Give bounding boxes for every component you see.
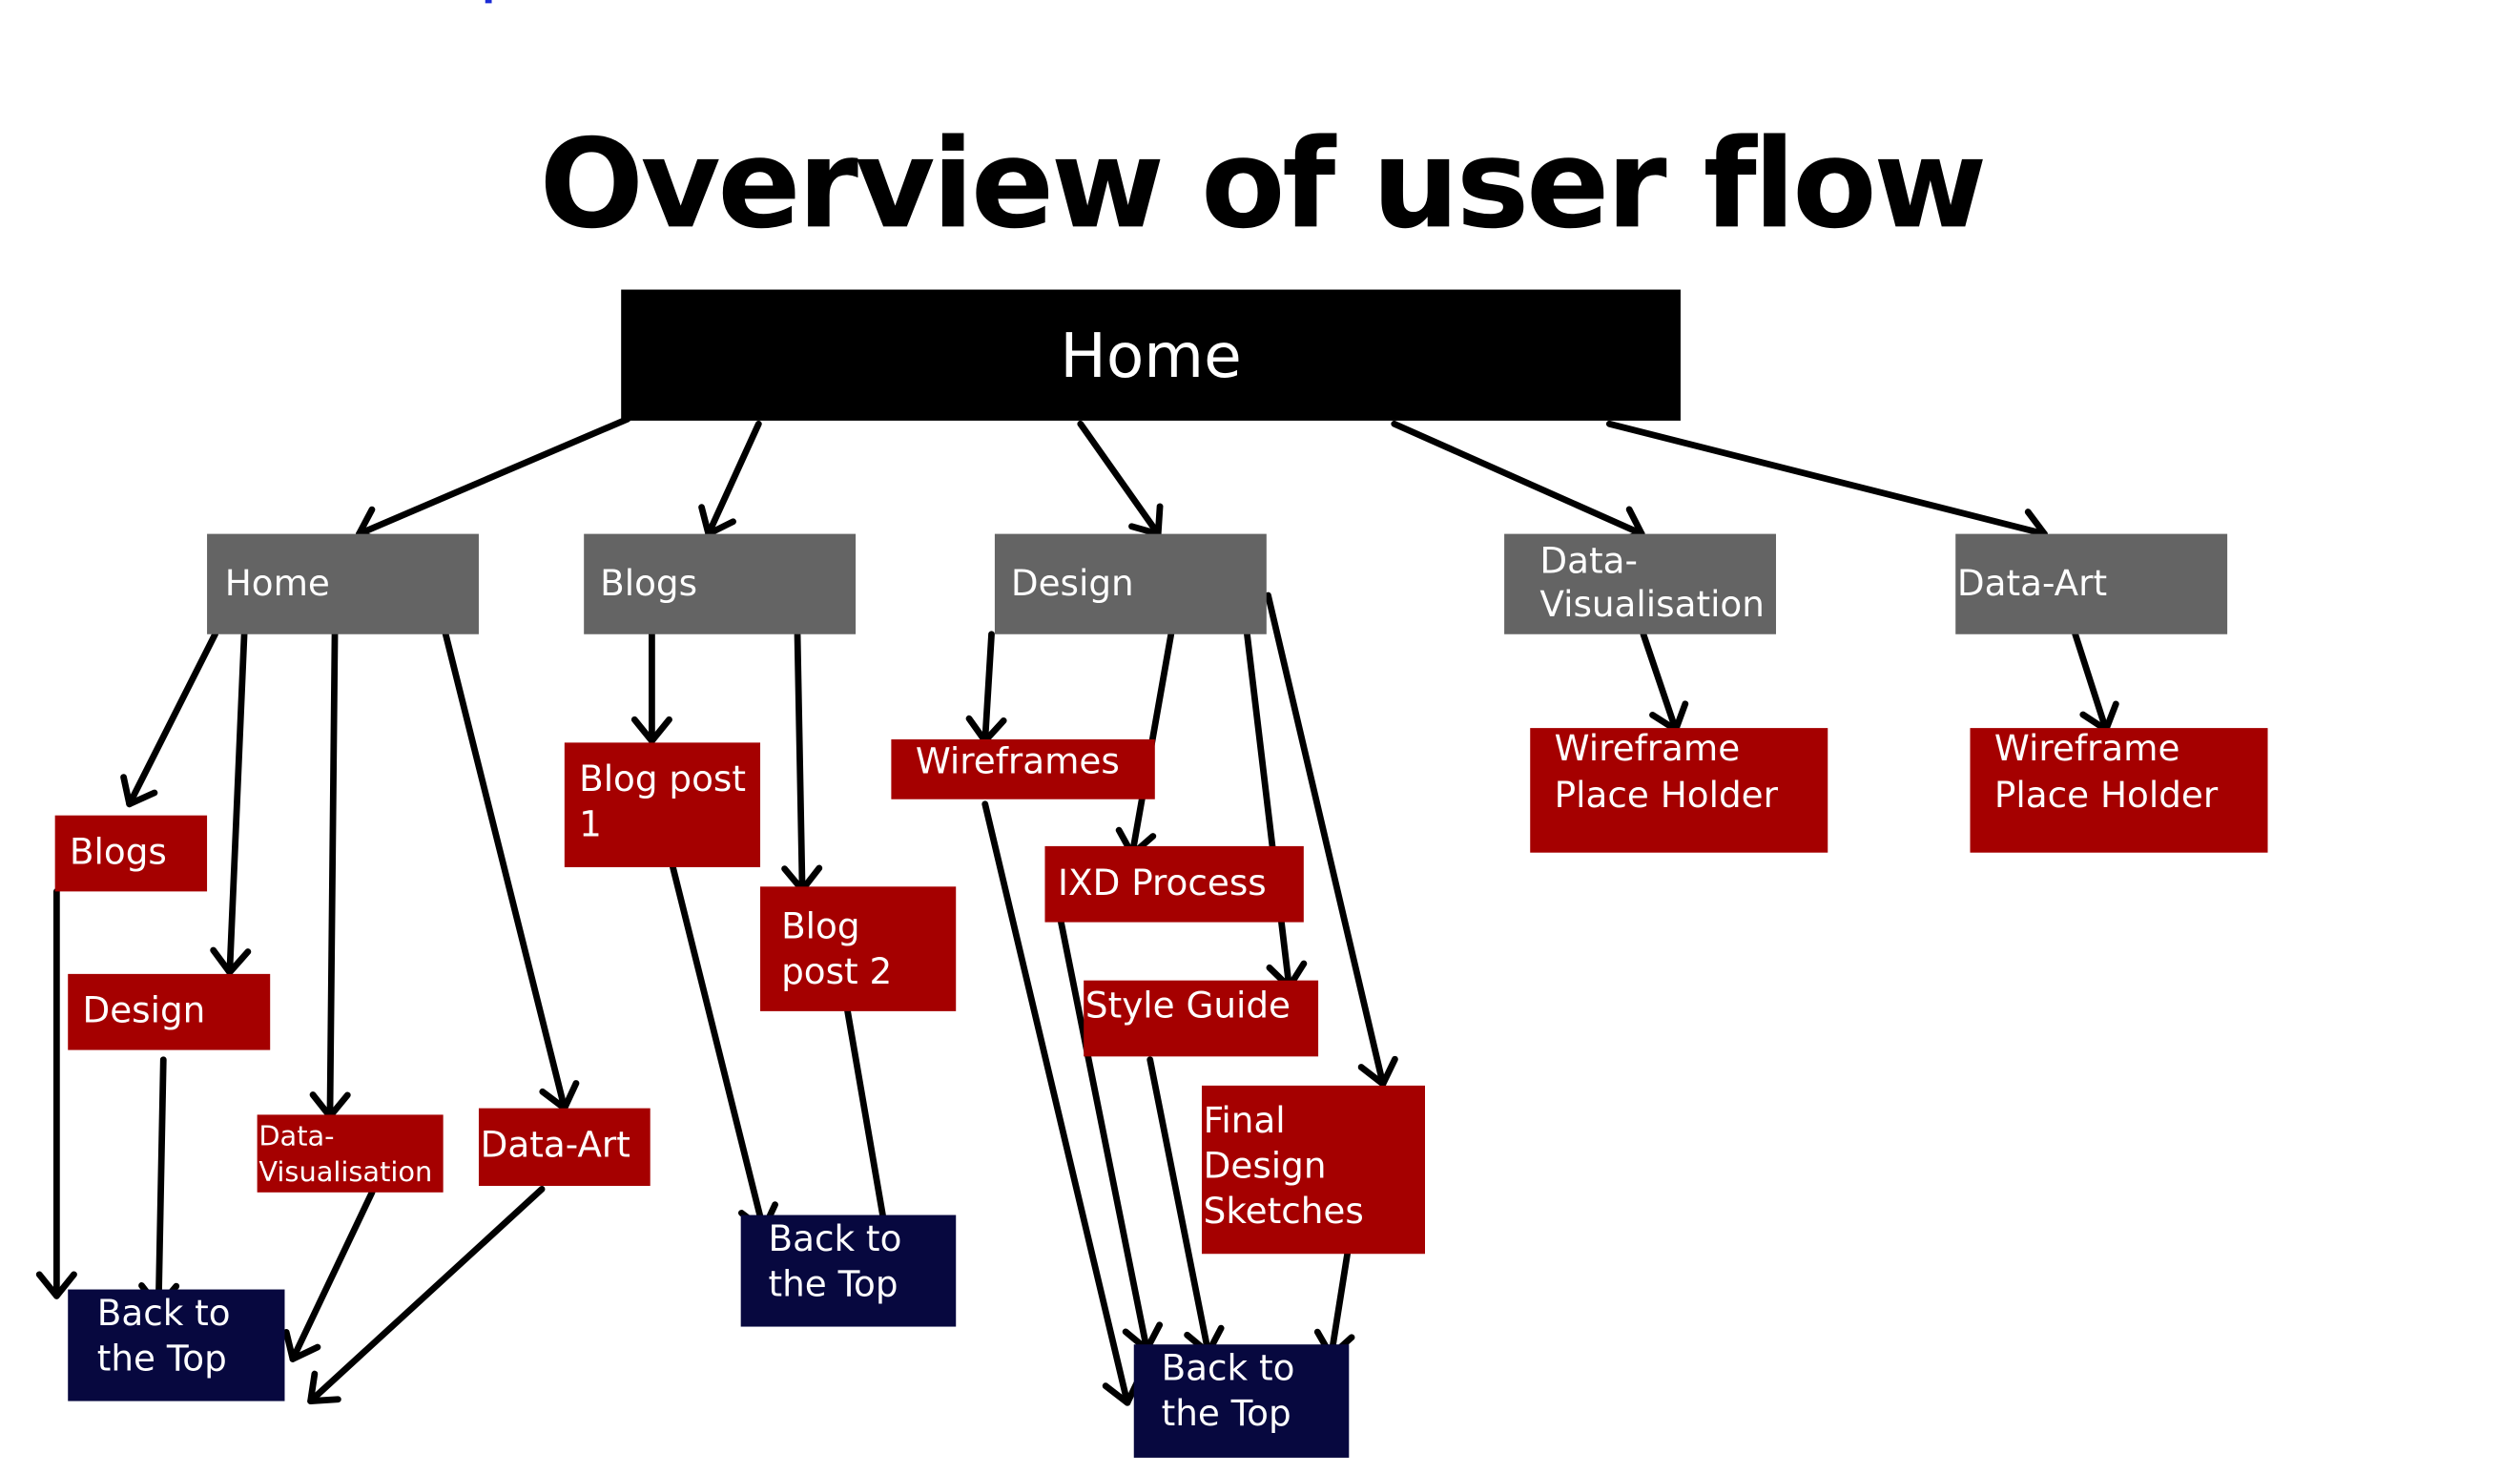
arrow-shaft [1058,919,1150,1353]
arrow-shaft [981,631,995,745]
arrow-blogs-to-post-1 [630,631,672,745]
root-home-label: Home [1060,319,1242,391]
arrow-shaft [226,631,248,976]
arrow-root-to-home [356,415,631,545]
arrow-blogs-page-to-top [35,887,77,1299]
arrow-home-to-data-vis [309,631,351,1120]
home-back-to-top-node: Back to the Top [68,1289,285,1401]
top-marker [485,0,492,4]
home-data-art-node: Data-Art [478,1108,651,1187]
arrow-shaft [670,863,767,1234]
arrow-home-to-blogs [120,631,218,808]
data-art-section-node: Data-Art [1955,533,2228,634]
arrow-shaft [1640,631,1680,734]
arrow-data-vis-page-to-top [282,1189,376,1362]
arrow-shaft [307,1186,546,1404]
arrow-shaft [1146,1056,1212,1357]
arrow-final-to-top [1313,1250,1355,1360]
arrow-head [1357,1055,1398,1088]
data-art-wireframe-node: Wireframe Place Holder [1970,728,2268,853]
design-back-to-top-node: Back to the Top [1133,1344,1350,1458]
arrow-shaft [1244,631,1292,990]
blog-post-1-node: Blog post 1 [564,742,761,867]
arrow-shaft [441,627,568,1112]
arrow-shaft [844,1007,892,1250]
arrow-shaft [705,420,762,538]
arrow-shaft [794,631,806,894]
wireframes-node: Wireframes [891,738,1155,799]
arrow-shaft [126,631,218,808]
arrow-home-to-data-art [441,627,580,1112]
home-design-node: Design [68,973,271,1050]
arrow-shaft [155,1056,167,1311]
arrow-post-2-to-top [844,1007,905,1250]
arrow-root-to-blogs [698,420,762,538]
arrow-blogs-to-post-2 [781,631,823,894]
style-guide-node: Style Guide [1084,980,1319,1057]
home-section-node: Home [207,533,479,634]
arrow-shaft [1077,420,1162,538]
arrow-head [35,1271,77,1299]
data-visualisation-section-node: Data- Visualisation [1504,533,1776,634]
data-visualisation-wireframe-node: Wireframe Place Holder [1530,728,1828,853]
arrow-home-to-design [210,631,252,976]
arrow-shaft [1391,420,1645,538]
arrow-head [120,774,158,808]
design-section-node: Design [994,533,1267,634]
arrow-shaft [356,415,631,538]
blogs-section-node: Blogs [584,533,857,634]
arrow-root-to-design [1077,420,1164,538]
arrow-shaft [981,800,1131,1406]
home-blogs-node: Blogs [54,815,208,892]
arrow-design-to-final [1265,592,1398,1088]
arrow-shaft [326,631,339,1120]
blog-post-2-node: Blog post 2 [760,886,957,1011]
arrow-design-to-wireframes [965,631,1007,745]
arrow-data-vis-to-wireframe [1640,631,1689,734]
root-home-node: Home [621,289,1681,421]
arrow-design-page-to-top [138,1056,180,1311]
arrow-shaft [289,1189,376,1362]
final-design-sketches-node: Final Design Sketches [1201,1085,1425,1255]
arrow-data-art-to-wireframe [2072,631,2119,734]
arrow-shaft [1328,1250,1351,1360]
arrow-shaft [2072,631,2110,734]
arrow-design-to-style-guide [1244,631,1308,990]
blogs-back-to-top-node: Back to the Top [740,1214,957,1327]
arrow-head [630,716,672,745]
arrow-shaft [1265,592,1387,1088]
arrow-root-to-data-vis [1391,420,1645,545]
arrow-shaft [1605,420,2048,538]
arrow-data-art-page-to-top [307,1186,546,1404]
home-data-visualisation-node: Data- Visualisation [257,1114,444,1193]
ixd-process-node: IXD Process [1044,845,1304,923]
arrow-root-to-data-art [1605,420,2048,550]
arrow-head [282,1329,321,1362]
arrow-head [210,946,252,976]
arrow-head [307,1370,341,1404]
page-title: Overview of user flow [539,112,1987,256]
